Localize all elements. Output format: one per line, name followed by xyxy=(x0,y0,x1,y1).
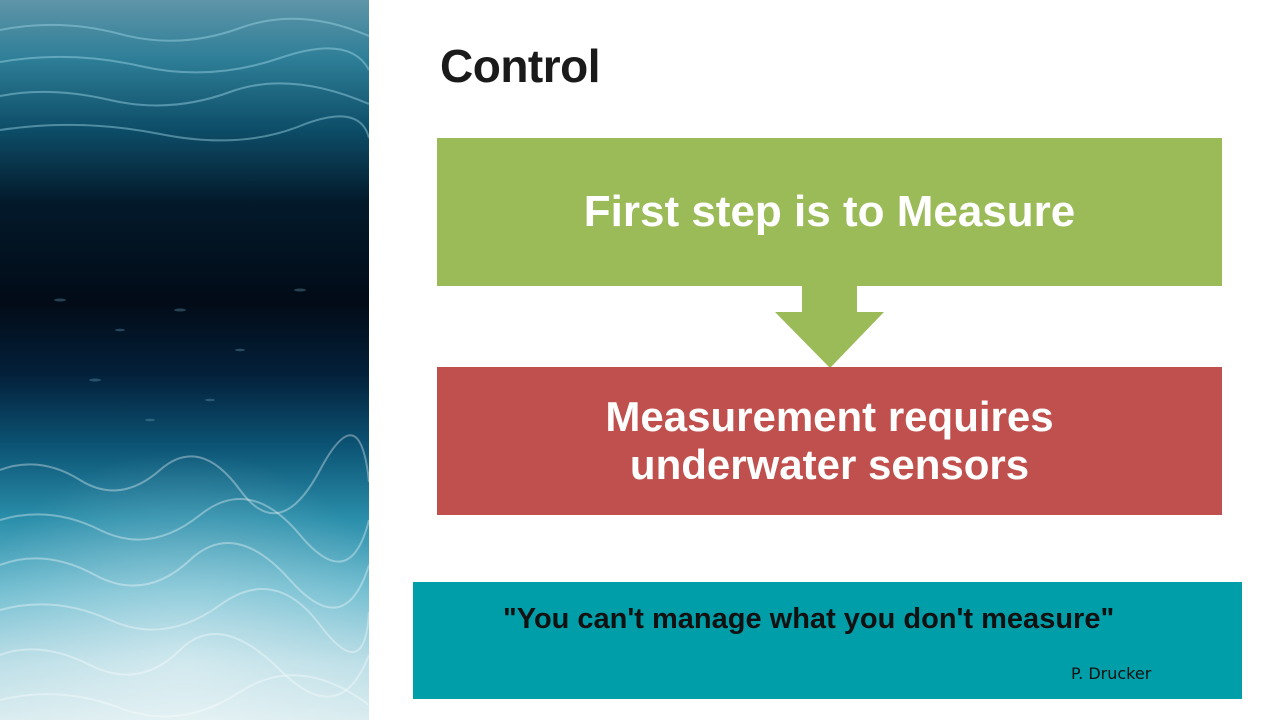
slide-title: Control xyxy=(440,40,601,92)
quote-attribution: P. Drucker xyxy=(1071,664,1152,683)
requirement-line-1: Measurement requires xyxy=(605,393,1054,440)
first-step-text: First step is to Measure xyxy=(583,187,1076,236)
quote-box: "You can't manage what you don't measure… xyxy=(413,582,1242,699)
requirement-line-2: underwater sensors xyxy=(629,441,1030,488)
first-step-box: First step is to Measure xyxy=(437,138,1222,286)
quote-text: "You can't manage what you don't measure… xyxy=(503,603,1115,635)
down-arrow-icon xyxy=(775,286,884,368)
underwater-photo xyxy=(0,0,369,720)
measurement-requirement-box: Measurement requires underwater sensors xyxy=(437,367,1222,515)
